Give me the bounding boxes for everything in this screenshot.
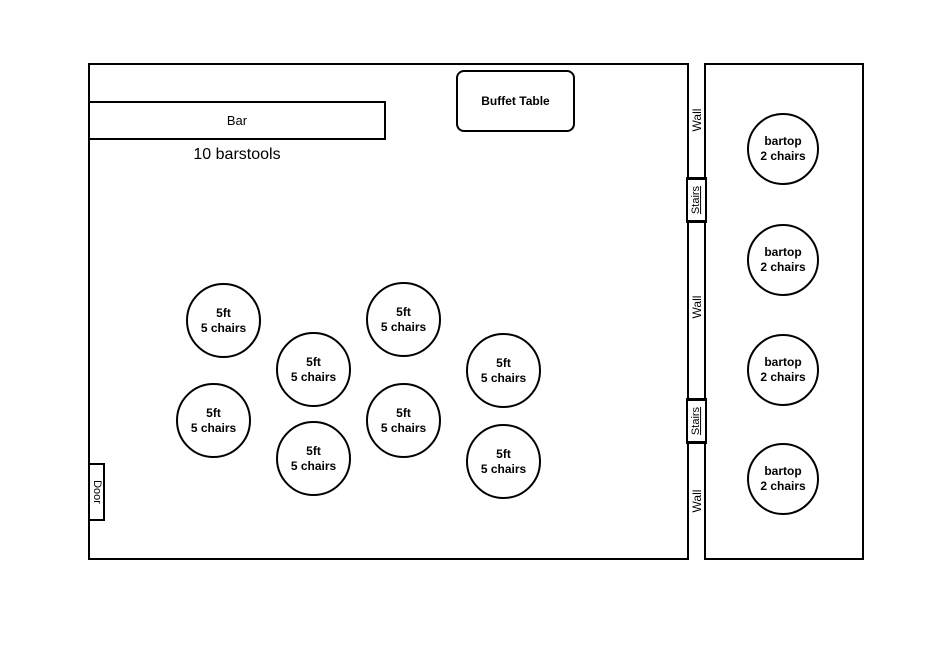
bartop-chairs-label: 2 chairs bbox=[760, 479, 806, 493]
bartop-label: bartop bbox=[764, 245, 802, 259]
bartop-table-1: bartop 2 chairs bbox=[747, 113, 819, 185]
buffet-table: Buffet Table bbox=[456, 70, 575, 132]
table-size-label: 5ft bbox=[306, 443, 321, 458]
table-chairs-label: 5 chairs bbox=[380, 420, 427, 435]
door-label: Door bbox=[90, 480, 103, 504]
round-table-6: 5ft 5 chairs bbox=[366, 383, 441, 458]
table-chairs-label: 5 chairs bbox=[480, 461, 527, 476]
table-size-label: 5ft bbox=[496, 446, 511, 461]
wall-label-top: Wall bbox=[690, 108, 704, 132]
table-chairs-label: 5 chairs bbox=[380, 319, 427, 334]
bartop-label: bartop bbox=[764, 464, 802, 478]
bartop-table-2: bartop 2 chairs bbox=[747, 224, 819, 296]
table-size-label: 5ft bbox=[306, 354, 321, 369]
stairs-lower: Stairs bbox=[686, 398, 707, 444]
round-table-7: 5ft 5 chairs bbox=[466, 333, 541, 408]
bartop-chairs-label: 2 chairs bbox=[760, 370, 806, 384]
bartop-label: bartop bbox=[764, 355, 802, 369]
round-table-5: 5ft 5 chairs bbox=[276, 421, 351, 496]
bartop-table-4: bartop 2 chairs bbox=[747, 443, 819, 515]
table-size-label: 5ft bbox=[396, 405, 411, 420]
wall-label-bottom: Wall bbox=[690, 489, 704, 513]
round-table-1: 5ft 5 chairs bbox=[186, 283, 261, 358]
round-table-2: 5ft 5 chairs bbox=[276, 332, 351, 407]
table-size-label: 5ft bbox=[496, 355, 511, 370]
table-chairs-label: 5 chairs bbox=[480, 370, 527, 385]
table-size-label: 5ft bbox=[396, 304, 411, 319]
stairs-label: Stairs bbox=[690, 406, 703, 436]
bartop-label: bartop bbox=[764, 134, 802, 148]
stairs-label: Stairs bbox=[690, 185, 703, 215]
bartop-chairs-label: 2 chairs bbox=[760, 260, 806, 274]
bartop-chairs-label: 2 chairs bbox=[760, 149, 806, 163]
bartop-table-3: bartop 2 chairs bbox=[747, 334, 819, 406]
round-table-8: 5ft 5 chairs bbox=[466, 424, 541, 499]
wall-label-middle: Wall bbox=[690, 295, 704, 319]
buffet-table-label: Buffet Table bbox=[481, 94, 550, 108]
stairs-upper: Stairs bbox=[686, 177, 707, 223]
barstools-note: 10 barstools bbox=[193, 146, 281, 163]
table-size-label: 5ft bbox=[206, 405, 221, 420]
round-table-4: 5ft 5 chairs bbox=[176, 383, 251, 458]
table-chairs-label: 5 chairs bbox=[200, 320, 247, 335]
bar-counter: Bar bbox=[88, 101, 386, 140]
table-size-label: 5ft bbox=[216, 305, 231, 320]
round-table-3: 5ft 5 chairs bbox=[366, 282, 441, 357]
table-chairs-label: 5 chairs bbox=[290, 369, 337, 384]
table-chairs-label: 5 chairs bbox=[290, 458, 337, 473]
table-chairs-label: 5 chairs bbox=[190, 420, 237, 435]
bar-label: Bar bbox=[226, 113, 248, 128]
door: Door bbox=[88, 463, 105, 521]
room-outline bbox=[88, 63, 864, 560]
